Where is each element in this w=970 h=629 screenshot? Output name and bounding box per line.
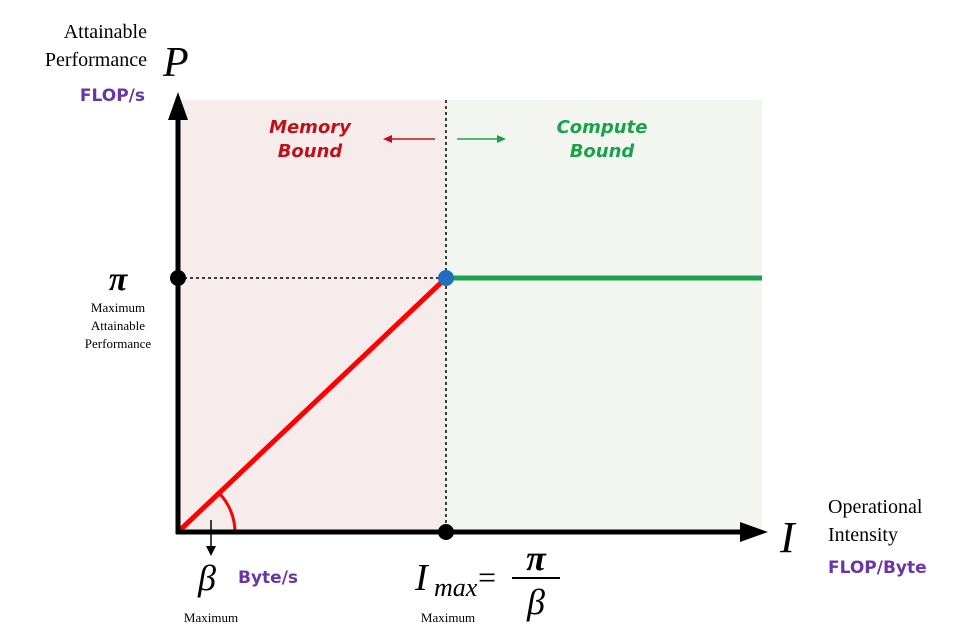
beta-arrowhead-icon xyxy=(206,546,216,556)
beta-unit: Byte/s xyxy=(238,568,298,588)
y-axis-unit: FLOP/s xyxy=(80,86,145,106)
y-axis-symbol: P xyxy=(162,40,189,86)
slope-angle-arc xyxy=(217,491,237,533)
x-axis-label-2: Intensity xyxy=(828,524,898,546)
pi-caption-1: Maximum xyxy=(91,300,145,315)
x-axis-symbol: I xyxy=(779,513,797,562)
memory-bound-line xyxy=(176,276,448,534)
memory-arrowhead-icon xyxy=(383,135,392,143)
imax-denominator: β xyxy=(526,582,545,622)
compute-bound-label-1: Compute xyxy=(557,117,648,138)
memory-bound-label-1: Memory xyxy=(269,117,352,138)
imax-point xyxy=(438,524,454,540)
memory-bound-region xyxy=(178,100,446,532)
imax-caption: Maximum xyxy=(421,610,475,625)
beta-caption: Maximum xyxy=(184,610,238,625)
memory-bound-label-2: Bound xyxy=(278,141,344,162)
imax-numerator: π xyxy=(526,538,547,578)
beta-symbol: β xyxy=(197,558,216,598)
compute-bound-label-2: Bound xyxy=(570,141,636,162)
x-axis-arrow-icon xyxy=(740,522,768,542)
imax-equals: = xyxy=(478,559,496,595)
y-axis-label-1: Attainable xyxy=(64,21,147,43)
compute-bound-region xyxy=(446,100,762,532)
x-axis-label-1: Operational xyxy=(828,496,923,518)
compute-arrowhead-icon xyxy=(497,135,506,143)
pi-symbol: π xyxy=(109,261,129,298)
ridge-point xyxy=(438,270,454,286)
imax-I: I xyxy=(414,557,430,599)
pi-point xyxy=(170,270,186,286)
imax-sub: max xyxy=(434,573,478,602)
y-axis-label-2: Performance xyxy=(45,49,147,71)
x-axis-unit: FLOP/Byte xyxy=(828,558,927,578)
pi-caption-2: Attainable xyxy=(91,318,145,333)
pi-caption-3: Performance xyxy=(85,336,152,351)
y-axis-arrow-icon xyxy=(168,92,188,120)
